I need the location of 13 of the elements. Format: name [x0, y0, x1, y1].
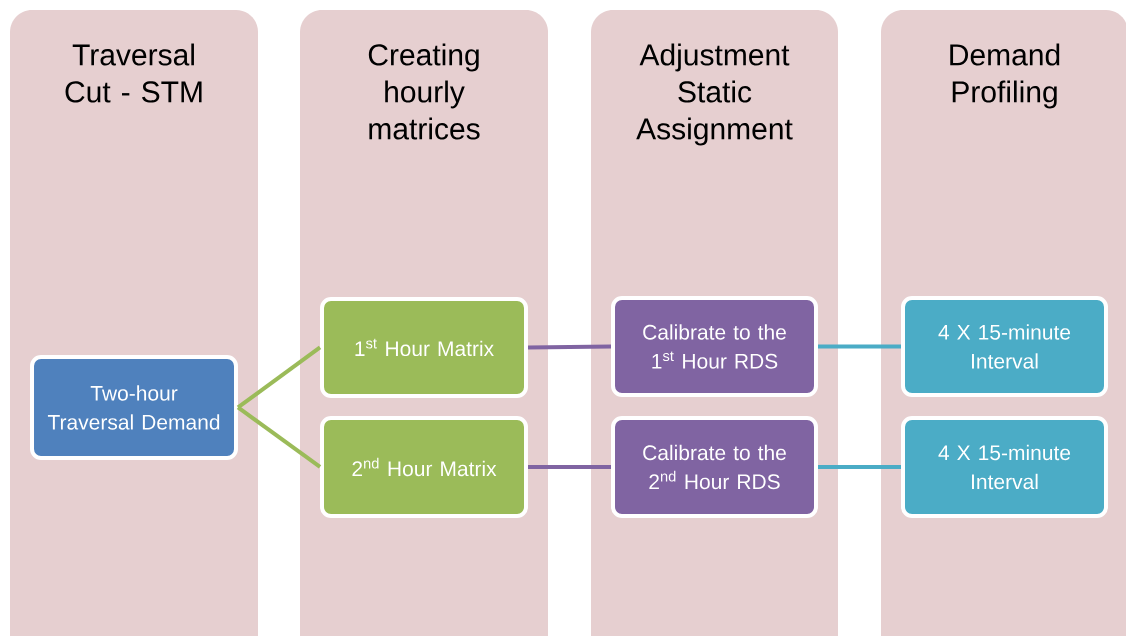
connector-line [528, 465, 611, 469]
process-box: 1$^{st}$ Hour Matrix [320, 297, 528, 398]
connector-line [236, 405, 322, 469]
process-box: 2$^{nd}$ Hour Matrix [320, 416, 528, 518]
connector-line [528, 344, 612, 350]
process-box: 4 X 15-minute Interval [901, 296, 1108, 397]
process-box: Two-hour Traversal Demand [30, 355, 238, 460]
connector-line [818, 465, 901, 469]
process-box: 4 X 15-minute Interval [901, 416, 1108, 518]
process-box: Calibrate to the 2$^{nd}$ Hour RDS [611, 416, 818, 518]
connector-line [818, 344, 901, 349]
process-box: Calibrate to the 1$^{st}$ Hour RDS [611, 296, 818, 397]
connector-line [236, 345, 322, 410]
